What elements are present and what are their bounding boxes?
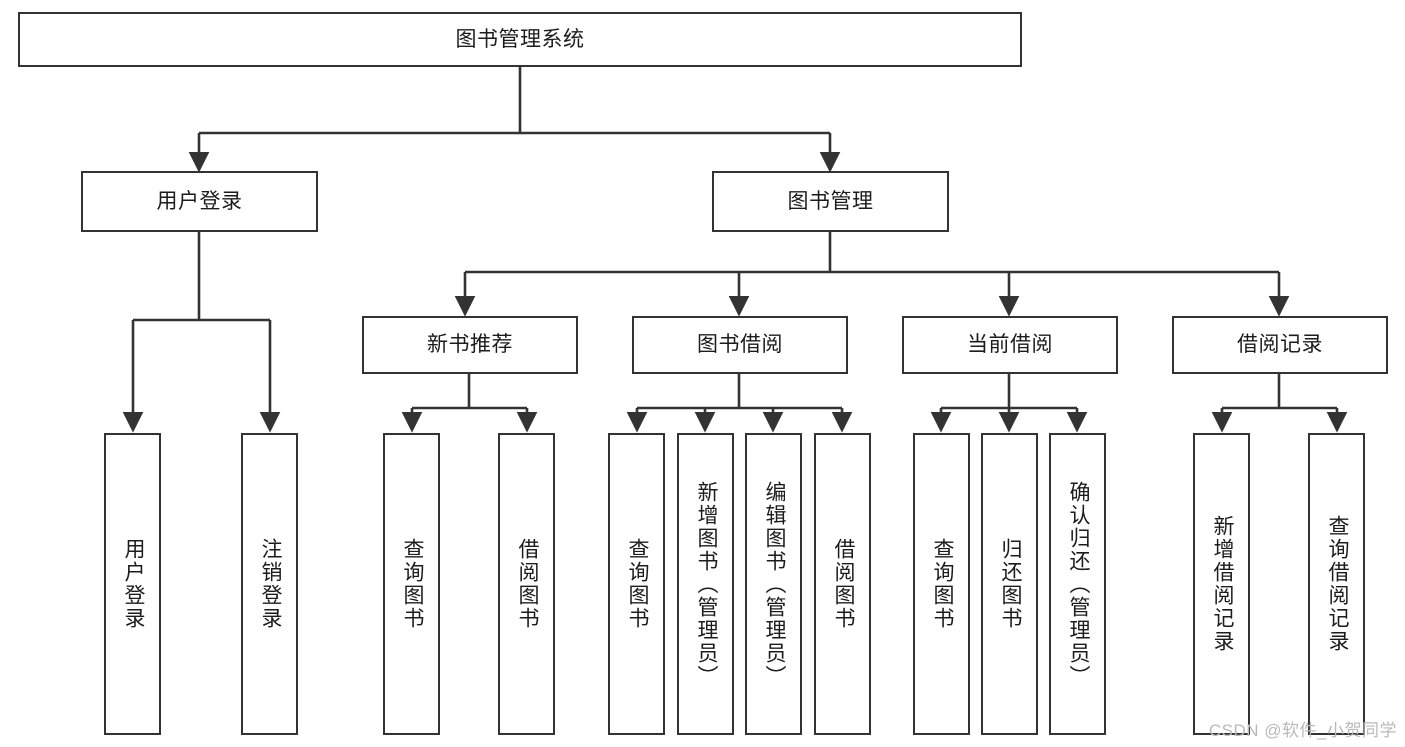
leaf-borrow-book-new-recommend[interactable]: 借阅图书	[498, 433, 555, 735]
node-label: 编辑图书（管理员）	[762, 480, 786, 688]
node-label: 确认归还（管理员）	[1066, 480, 1090, 688]
node-label: 查询图书	[400, 538, 424, 630]
node-label: 图书借阅	[697, 333, 783, 357]
node-current-borrow[interactable]: 当前借阅	[902, 316, 1118, 374]
leaf-add-book[interactable]: 新增图书（管理员）	[677, 433, 734, 735]
node-label: 图书管理系统	[455, 27, 585, 51]
leaf-borrow-book[interactable]: 借阅图书	[814, 433, 871, 735]
leaf-edit-book[interactable]: 编辑图书（管理员）	[745, 433, 802, 735]
node-label: 用户登录	[156, 189, 243, 213]
node-borrow-record[interactable]: 借阅记录	[1172, 316, 1388, 374]
node-label: 新书推荐	[427, 333, 513, 357]
leaf-query-book-current[interactable]: 查询图书	[913, 433, 970, 735]
csdn-watermark: CSDN @软件_小贺同学	[1208, 721, 1397, 740]
node-new-book-recommend[interactable]: 新书推荐	[362, 316, 578, 374]
node-root-book-management-system[interactable]: 图书管理系统	[18, 12, 1022, 67]
leaf-add-borrow-record[interactable]: 新增借阅记录	[1193, 433, 1250, 735]
node-label: 当前借阅	[967, 333, 1053, 357]
node-label: 新增图书（管理员）	[694, 480, 718, 688]
node-label: 注销登录	[258, 538, 282, 630]
node-book-borrow[interactable]: 图书借阅	[632, 316, 848, 374]
node-label: 借阅记录	[1237, 333, 1323, 357]
leaf-logout[interactable]: 注销登录	[241, 433, 298, 735]
node-label: 归还图书	[998, 538, 1022, 630]
leaf-query-book-new-recommend[interactable]: 查询图书	[383, 433, 440, 735]
node-label: 查询图书	[930, 538, 954, 630]
leaf-query-borrow-record[interactable]: 查询借阅记录	[1308, 433, 1365, 735]
leaf-confirm-return[interactable]: 确认归还（管理员）	[1049, 433, 1106, 735]
node-label: 查询借阅记录	[1325, 515, 1349, 653]
node-label: 新增借阅记录	[1210, 515, 1234, 653]
node-label: 查询图书	[625, 538, 649, 630]
node-label: 借阅图书	[515, 538, 539, 630]
node-label: 图书管理	[787, 189, 874, 213]
leaf-return-book[interactable]: 归还图书	[981, 433, 1038, 735]
node-label: 借阅图书	[831, 538, 855, 630]
node-book-management[interactable]: 图书管理	[712, 171, 949, 232]
leaf-query-book-borrow[interactable]: 查询图书	[608, 433, 665, 735]
leaf-user-login[interactable]: 用户登录	[104, 433, 161, 735]
node-label: 用户登录	[121, 538, 145, 630]
node-user-login[interactable]: 用户登录	[81, 171, 318, 232]
